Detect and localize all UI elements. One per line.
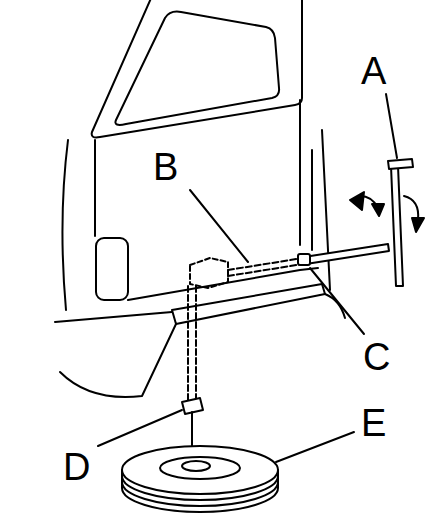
- leader-line: [98, 94, 397, 462]
- callout-letter: D: [62, 448, 91, 486]
- callout-letter: B: [152, 148, 179, 186]
- liftgate-window: [115, 12, 279, 125]
- spare-tire: [122, 446, 278, 512]
- taillight: [96, 238, 128, 300]
- callout-letter: C: [362, 338, 391, 376]
- shaft-hidden: [228, 258, 303, 276]
- callout-letter: E: [360, 404, 387, 442]
- rotation-arrow: [404, 196, 418, 220]
- body-lower: [55, 312, 176, 397]
- arrowhead: [350, 192, 384, 216]
- wrench-handle: [388, 159, 413, 169]
- arrowhead: [412, 218, 424, 232]
- cable-hidden: [188, 286, 196, 400]
- wrench-shaft: [391, 166, 403, 286]
- bumper: [172, 284, 325, 324]
- hoist-hidden: [190, 258, 228, 288]
- access-hole: [298, 254, 310, 265]
- liftgate: [92, 0, 302, 137]
- body-side: [62, 140, 68, 310]
- callout-letter: A: [360, 52, 387, 90]
- extension-rod: [304, 244, 389, 264]
- pillar-edge: [94, 140, 96, 236]
